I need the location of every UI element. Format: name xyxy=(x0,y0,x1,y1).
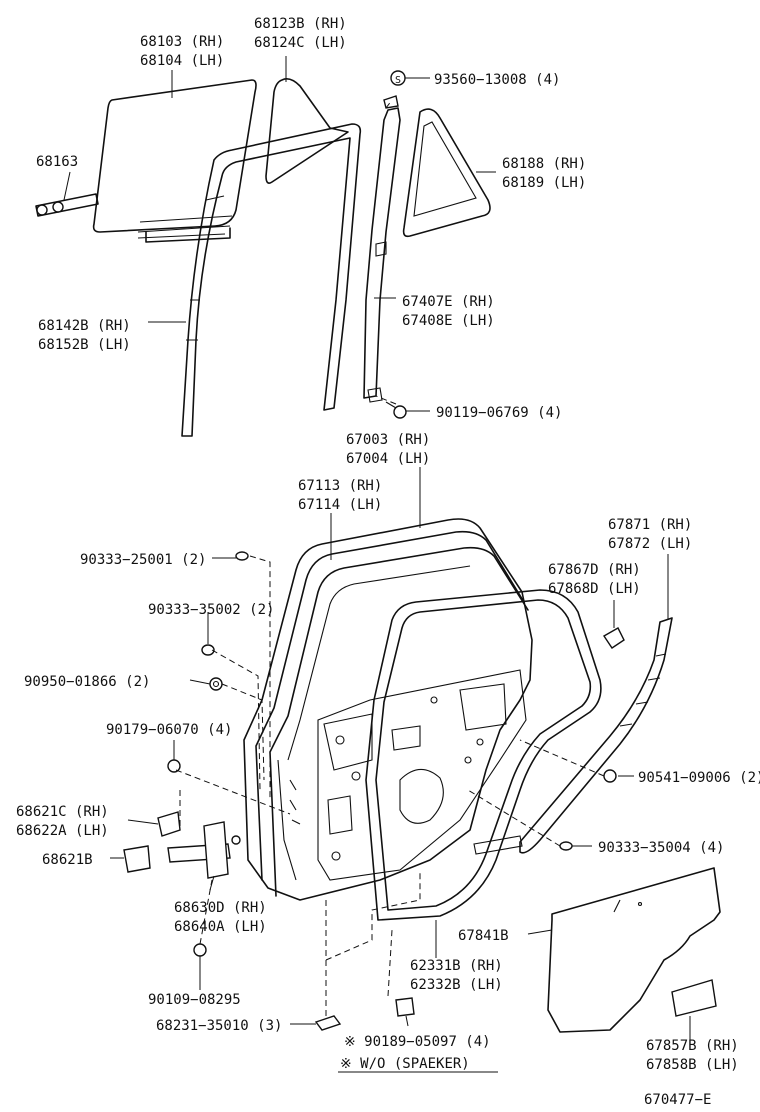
window-glass-part xyxy=(92,79,257,243)
service-hole-cover-part xyxy=(547,867,721,1033)
label-hinge-cover-lh: 68622A (LH) xyxy=(16,823,109,839)
label-bolt-08295: 90109−08295 xyxy=(148,992,241,1008)
label-door-weatherstrip-rh: 62331B (RH) xyxy=(410,958,503,974)
hinge-cover-part xyxy=(157,811,181,837)
label-door-frame-seal-lh: 67114 (LH) xyxy=(298,497,382,513)
bolt-90119-part xyxy=(385,401,407,419)
grommet-01866-part xyxy=(209,677,223,691)
label-screw-06070: 90179−06070 (4) xyxy=(106,722,232,738)
door-panel-part xyxy=(243,518,533,901)
diagram-id: 670477−E xyxy=(644,1092,711,1108)
label-nut-05097: ※ 90189−05097 (4) xyxy=(344,1034,491,1050)
weatherstrip-67871-part xyxy=(519,617,673,854)
label-plug-35002: 90333−35002 (2) xyxy=(148,602,274,618)
label-plate-35010: 68231−35010 (3) xyxy=(156,1018,282,1034)
nut-05097-part xyxy=(395,997,415,1017)
label-division-bar-lh: 67408E (LH) xyxy=(402,313,495,329)
location-lines xyxy=(175,99,605,1016)
part-labels: 68103 (RH) 68104 (LH) 68123B (RH) 68124C… xyxy=(16,16,760,1108)
label-screw-93560: 93560−13008 (4) xyxy=(434,72,560,88)
label-quarter-glass-lh: 68124C (LH) xyxy=(254,35,347,51)
clip-68163-part xyxy=(35,193,99,217)
label-plug-35004: 90333−35004 (4) xyxy=(598,840,724,856)
cover-67857-part xyxy=(671,979,717,1017)
quarter-glass-part xyxy=(265,78,349,184)
label-quarter-frame-lh: 68189 (LH) xyxy=(502,175,586,191)
label-run-channel-rh: 68142B (RH) xyxy=(38,318,131,334)
leader-lines xyxy=(63,56,691,1073)
label-hinge-cover-rh: 68621C (RH) xyxy=(16,804,109,820)
label-quarter-frame-rh: 68188 (RH) xyxy=(502,156,586,172)
plug-35002-part xyxy=(201,644,215,656)
screw-symbol: S xyxy=(395,75,401,86)
label-clip-09006: 90541−09006 (2) xyxy=(638,770,760,786)
plug-35004-part xyxy=(473,835,573,855)
label-division-bar-rh: 67407E (RH) xyxy=(402,294,495,310)
division-bar-part xyxy=(363,95,401,403)
label-door-panel-lh: 67004 (LH) xyxy=(346,451,430,467)
label-clip-67867-lh: 67868D (LH) xyxy=(548,581,641,597)
label-check-assy-lh: 68640A (LH) xyxy=(174,919,267,935)
bolt-08295-part xyxy=(193,943,207,957)
label-cover-68621b: 68621B xyxy=(42,852,93,868)
cover-68621b-part xyxy=(123,845,151,873)
clip-67867-part xyxy=(603,627,625,649)
label-run-channel-lh: 68152B (LH) xyxy=(38,337,131,353)
label-quarter-glass-rh: 68123B (RH) xyxy=(254,16,347,32)
label-check-assy-rh: 68630D (RH) xyxy=(174,900,267,916)
label-clip-68163: 68163 xyxy=(36,154,78,170)
clip-09006-part xyxy=(603,769,617,783)
note-without-speaker: ※ W/O (SPAEKER) xyxy=(340,1056,470,1072)
label-plug-25001: 90333−25001 (2) xyxy=(80,552,206,568)
label-window-glass-lh: 68104 (LH) xyxy=(140,53,224,69)
check-assy-part xyxy=(167,821,241,879)
label-cover-67857-rh: 67857B (RH) xyxy=(646,1038,739,1054)
label-bolt-90119: 90119−06769 (4) xyxy=(436,405,562,421)
plate-35010-part xyxy=(314,1015,342,1031)
screw-06070-part xyxy=(167,759,181,773)
screw-93560-part: S xyxy=(390,70,406,86)
label-window-glass-rh: 68103 (RH) xyxy=(140,34,224,50)
label-clip-67867-rh: 67867D (RH) xyxy=(548,562,641,578)
label-cover-67857-lh: 67858B (LH) xyxy=(646,1057,739,1073)
label-door-panel-rh: 67003 (RH) xyxy=(346,432,430,448)
label-door-weatherstrip-lh: 62332B (LH) xyxy=(410,977,503,993)
label-door-frame-seal-rh: 67113 (RH) xyxy=(298,478,382,494)
plug-25001-part xyxy=(235,551,249,561)
door-weatherstrip-part xyxy=(365,589,602,921)
label-weatherstrip-lh: 67872 (LH) xyxy=(608,536,692,552)
label-service-hole-cover: 67841B xyxy=(458,928,509,944)
label-weatherstrip-rh: 67871 (RH) xyxy=(608,517,692,533)
run-channel-part xyxy=(181,123,362,437)
quarter-frame-part xyxy=(402,108,491,238)
label-grommet-01866: 90950−01866 (2) xyxy=(24,674,150,690)
